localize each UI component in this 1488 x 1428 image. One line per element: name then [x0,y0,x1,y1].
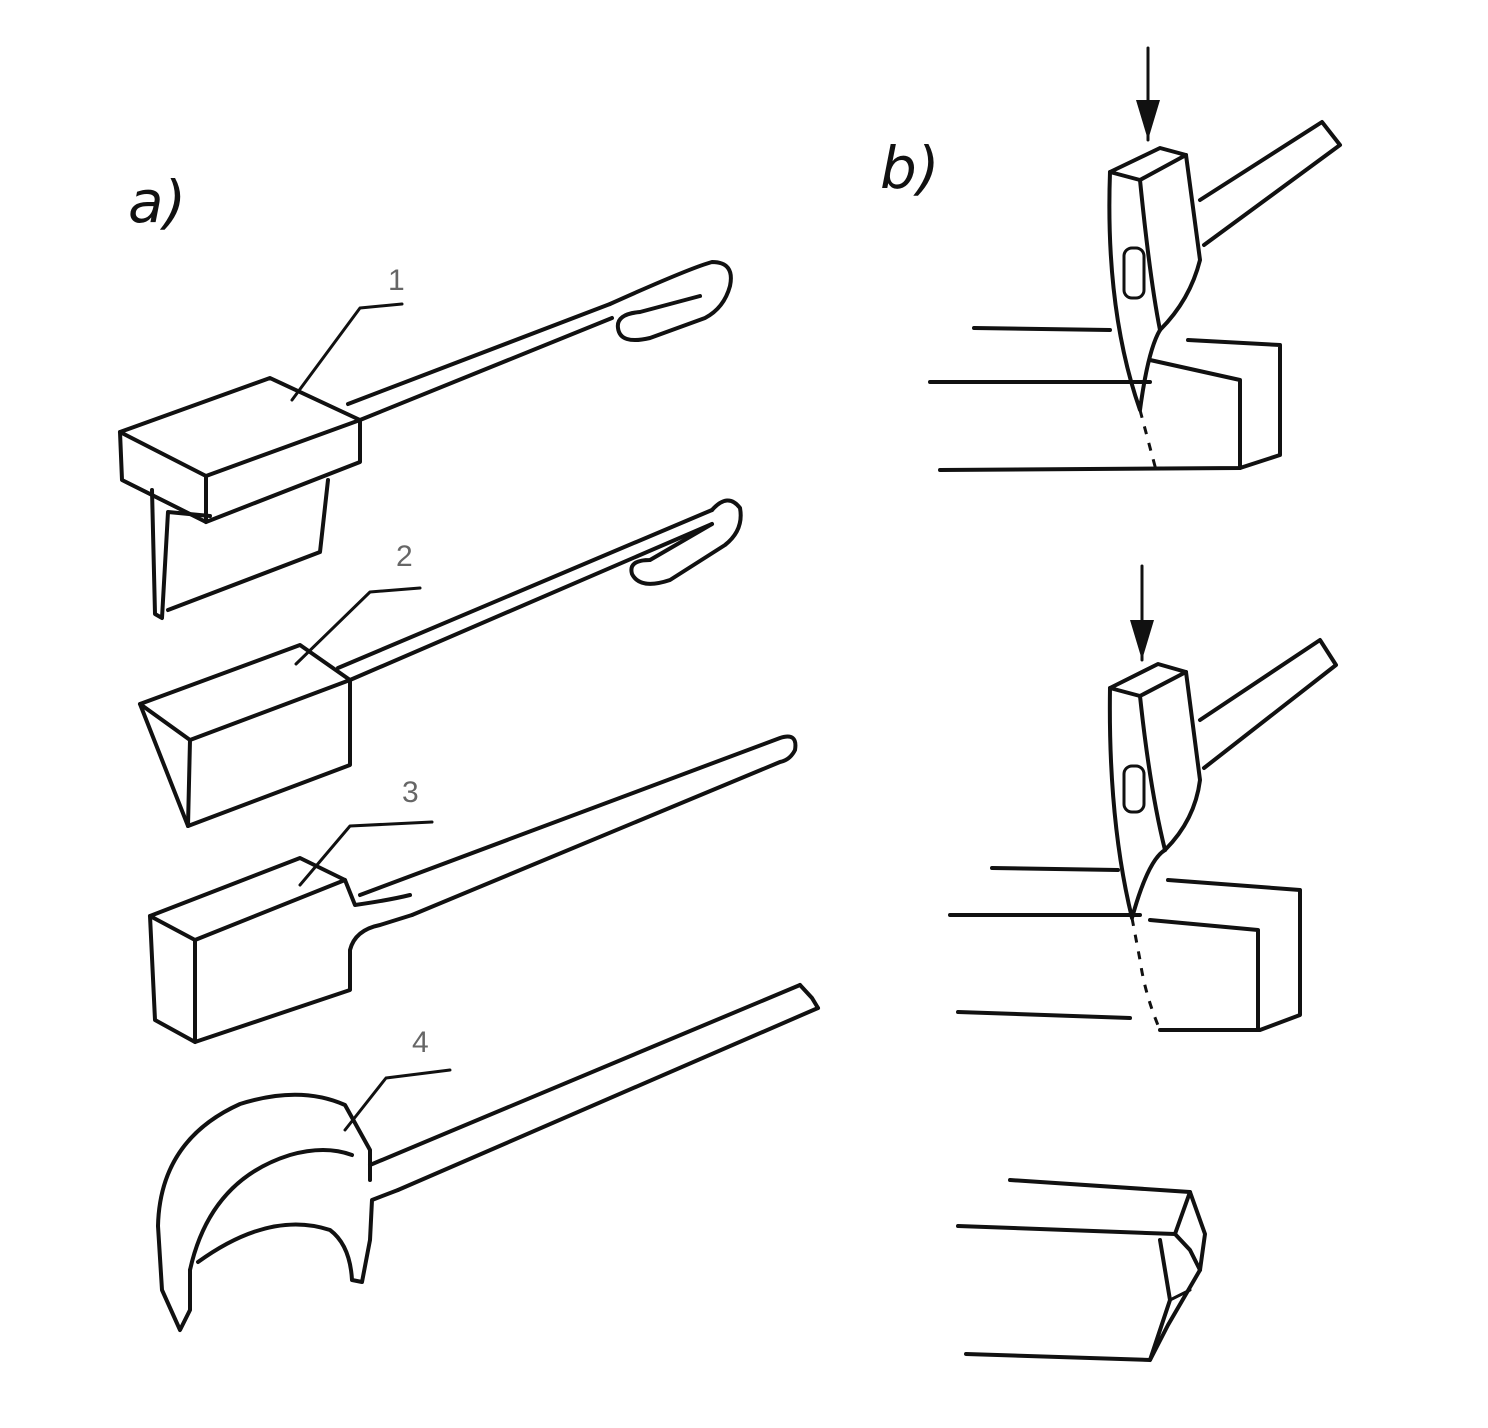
callout-3: 3 [402,776,419,809]
panel-label-a: a) [128,168,186,236]
callout-2: 2 [396,540,413,573]
hammer-blow-middle [948,564,1338,1032]
tool-2 [138,498,743,828]
hammer-blow-top [928,46,1342,472]
tool-1 [118,260,733,620]
callout-1: 1 [388,264,405,297]
callout-4: 4 [412,1026,429,1059]
panel-label-b: b) [880,134,939,202]
tool-3 [148,734,798,1044]
tool-4 [156,983,820,1332]
cut-bar-result [956,1178,1207,1362]
